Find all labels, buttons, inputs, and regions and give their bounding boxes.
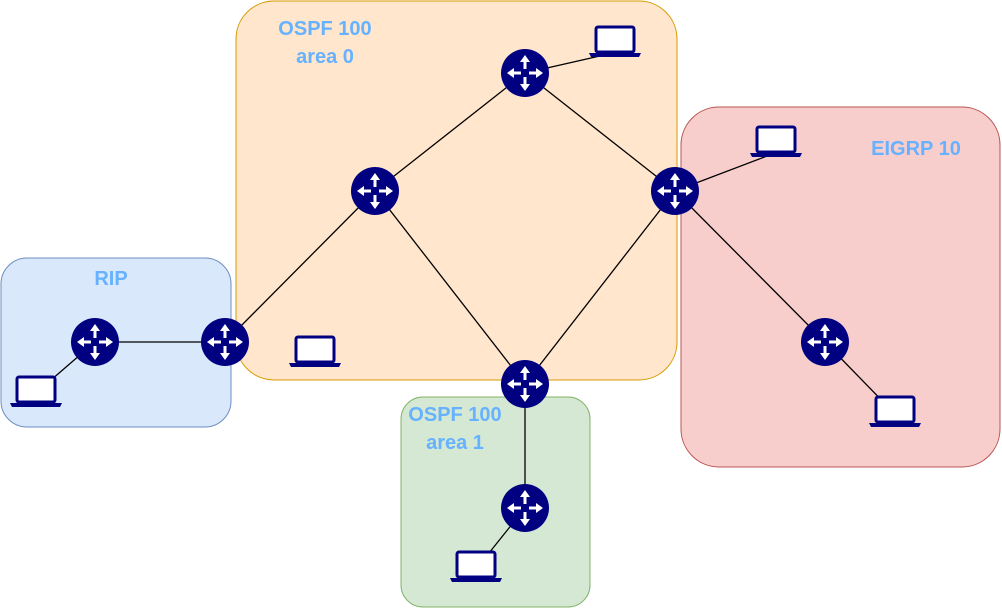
router-icon[interactable] bbox=[499, 358, 551, 410]
eigrp-label: EIGRP 10 bbox=[871, 138, 961, 160]
link-top-leftmid bbox=[374, 72, 526, 192]
laptop-icon[interactable] bbox=[748, 125, 804, 159]
ospf-area0-label-line1: OSPF 100 bbox=[278, 18, 371, 40]
link-top-rightmid bbox=[524, 72, 676, 192]
laptop-icon[interactable] bbox=[287, 335, 343, 369]
ospf-area1-region bbox=[400, 396, 591, 608]
router-icon[interactable] bbox=[349, 165, 401, 217]
router-icon[interactable] bbox=[199, 316, 251, 368]
router-icon[interactable] bbox=[799, 316, 851, 368]
router-icon[interactable] bbox=[499, 47, 551, 99]
rip-label: RIP bbox=[94, 268, 127, 290]
ospf-area0-label-line2: area 0 bbox=[296, 46, 354, 68]
link-leftmid-center bbox=[374, 190, 526, 385]
ospf-area1-label-line1: OSPF 100 bbox=[408, 404, 501, 426]
eigrp-region bbox=[680, 106, 1001, 468]
laptop-icon[interactable] bbox=[867, 395, 923, 429]
laptop-icon[interactable] bbox=[587, 25, 643, 59]
router-icon[interactable] bbox=[69, 316, 121, 368]
ospf-area1-label-line2: area 1 bbox=[426, 432, 484, 454]
laptop-icon[interactable] bbox=[448, 550, 504, 584]
router-icon[interactable] bbox=[499, 482, 551, 534]
link-rightmid-eigrp-router bbox=[674, 190, 826, 343]
link-rightmid-center bbox=[524, 190, 676, 385]
laptop-icon[interactable] bbox=[8, 375, 64, 409]
router-icon[interactable] bbox=[649, 165, 701, 217]
link-leftmid-border bbox=[224, 190, 376, 343]
